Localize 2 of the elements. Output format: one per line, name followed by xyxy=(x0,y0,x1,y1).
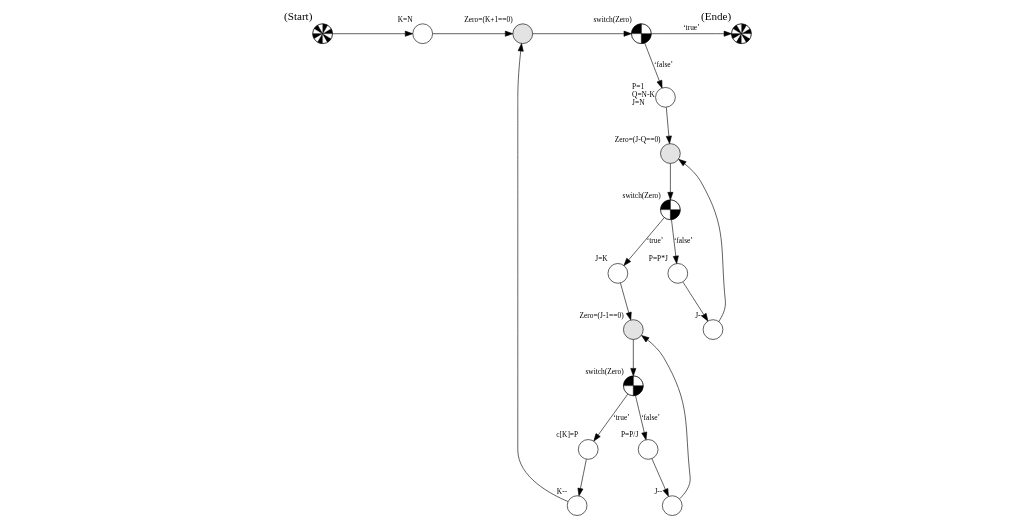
node-label: (Ende) xyxy=(700,9,731,22)
node-label: (Start) xyxy=(283,9,312,22)
